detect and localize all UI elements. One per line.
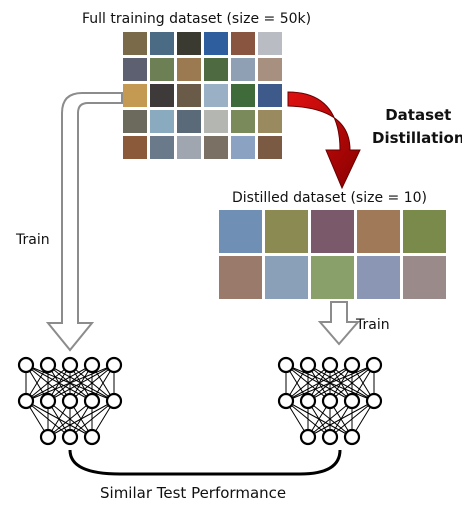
network-neuron xyxy=(61,428,79,446)
similar-test-performance-label: Similar Test Performance xyxy=(100,484,287,502)
full-dataset-image-tile xyxy=(177,32,201,55)
gray-arrow-left xyxy=(45,92,123,352)
dataset-distillation-label: Dataset Distillation xyxy=(372,104,462,150)
network-edge xyxy=(285,364,331,402)
neural-network-left xyxy=(17,356,123,446)
network-neuron xyxy=(343,428,361,446)
network-edge xyxy=(307,400,375,438)
network-edge xyxy=(307,400,353,438)
similarity-connector-curve xyxy=(68,449,342,476)
train-label-left: Train xyxy=(16,232,50,248)
network-edge xyxy=(307,364,375,402)
full-dataset-image-tile xyxy=(177,58,201,81)
network-edge xyxy=(25,364,115,402)
network-neuron xyxy=(299,356,317,374)
full-dataset-image-tile xyxy=(123,58,147,81)
full-dataset-image-tile xyxy=(204,32,228,55)
network-edge xyxy=(69,400,115,438)
network-neuron xyxy=(39,356,57,374)
network-neuron xyxy=(343,392,361,410)
network-edge xyxy=(47,364,115,402)
full-dataset-image-tile xyxy=(177,110,201,133)
full-dataset-image-tile xyxy=(231,32,255,55)
network-edge xyxy=(329,364,375,402)
network-neuron xyxy=(61,356,79,374)
full-dataset-image-tile xyxy=(231,136,255,159)
network-edge xyxy=(285,364,353,402)
network-edge xyxy=(25,364,71,402)
full-dataset-image-grid xyxy=(123,32,282,159)
distillation-label-line-2: Distillation xyxy=(372,129,462,147)
network-neuron xyxy=(61,392,79,410)
network-neuron xyxy=(299,428,317,446)
red-distillation-arrow xyxy=(287,91,361,190)
network-neuron xyxy=(39,428,57,446)
distilled-image-tile xyxy=(311,256,354,299)
distilled-image-tile xyxy=(265,210,308,253)
full-dataset-image-tile xyxy=(123,110,147,133)
distilled-image-tile xyxy=(219,210,262,253)
network-neuron xyxy=(321,356,339,374)
full-dataset-image-tile xyxy=(204,58,228,81)
distilled-image-tile xyxy=(357,256,400,299)
network-neuron xyxy=(365,356,383,374)
neural-network-right xyxy=(277,356,383,446)
full-dataset-image-tile xyxy=(204,84,228,107)
full-dataset-image-tile xyxy=(258,32,282,55)
full-dataset-image-tile xyxy=(150,32,174,55)
network-neuron xyxy=(83,356,101,374)
network-edge xyxy=(25,364,93,402)
full-dataset-image-tile xyxy=(204,110,228,133)
network-neuron xyxy=(277,356,295,374)
full-dataset-image-tile xyxy=(123,32,147,55)
full-dataset-image-tile xyxy=(177,84,201,107)
distilled-dataset-image-grid xyxy=(219,210,446,299)
full-dataset-image-tile xyxy=(258,58,282,81)
network-neuron xyxy=(299,392,317,410)
distilled-image-tile xyxy=(403,210,446,253)
network-neuron xyxy=(321,428,339,446)
full-dataset-image-tile xyxy=(123,136,147,159)
train-label-right: Train xyxy=(356,317,390,333)
full-dataset-image-tile xyxy=(258,84,282,107)
full-dataset-image-tile xyxy=(123,84,147,107)
distilled-image-tile xyxy=(265,256,308,299)
network-neuron xyxy=(365,392,383,410)
full-dataset-image-tile xyxy=(150,58,174,81)
network-neuron xyxy=(17,356,35,374)
full-dataset-image-tile xyxy=(231,58,255,81)
network-neuron xyxy=(105,356,123,374)
network-neuron xyxy=(83,428,101,446)
network-neuron xyxy=(343,356,361,374)
full-dataset-image-tile xyxy=(231,110,255,133)
full-dataset-image-tile xyxy=(150,110,174,133)
network-neuron xyxy=(321,392,339,410)
full-dataset-image-tile xyxy=(204,136,228,159)
full-dataset-title: Full training dataset (size = 50k) xyxy=(82,11,312,27)
full-dataset-image-tile xyxy=(177,136,201,159)
network-edge xyxy=(47,400,93,438)
full-dataset-image-tile xyxy=(258,110,282,133)
network-edge xyxy=(69,364,115,402)
network-neuron xyxy=(83,392,101,410)
full-dataset-image-tile xyxy=(150,136,174,159)
network-edge xyxy=(329,400,375,438)
network-neuron xyxy=(105,392,123,410)
distillation-label-line-1: Dataset xyxy=(385,106,452,124)
distilled-dataset-title: Distilled dataset (size = 10) xyxy=(232,190,427,206)
network-edge xyxy=(47,400,115,438)
distilled-image-tile xyxy=(403,256,446,299)
distilled-image-tile xyxy=(357,210,400,253)
full-dataset-image-tile xyxy=(258,136,282,159)
distilled-image-tile xyxy=(219,256,262,299)
distilled-image-tile xyxy=(311,210,354,253)
network-neuron xyxy=(277,392,295,410)
network-neuron xyxy=(17,392,35,410)
gray-arrow-right xyxy=(317,301,361,346)
full-dataset-image-tile xyxy=(231,84,255,107)
full-dataset-image-tile xyxy=(150,84,174,107)
network-edge xyxy=(285,364,375,402)
network-neuron xyxy=(39,392,57,410)
